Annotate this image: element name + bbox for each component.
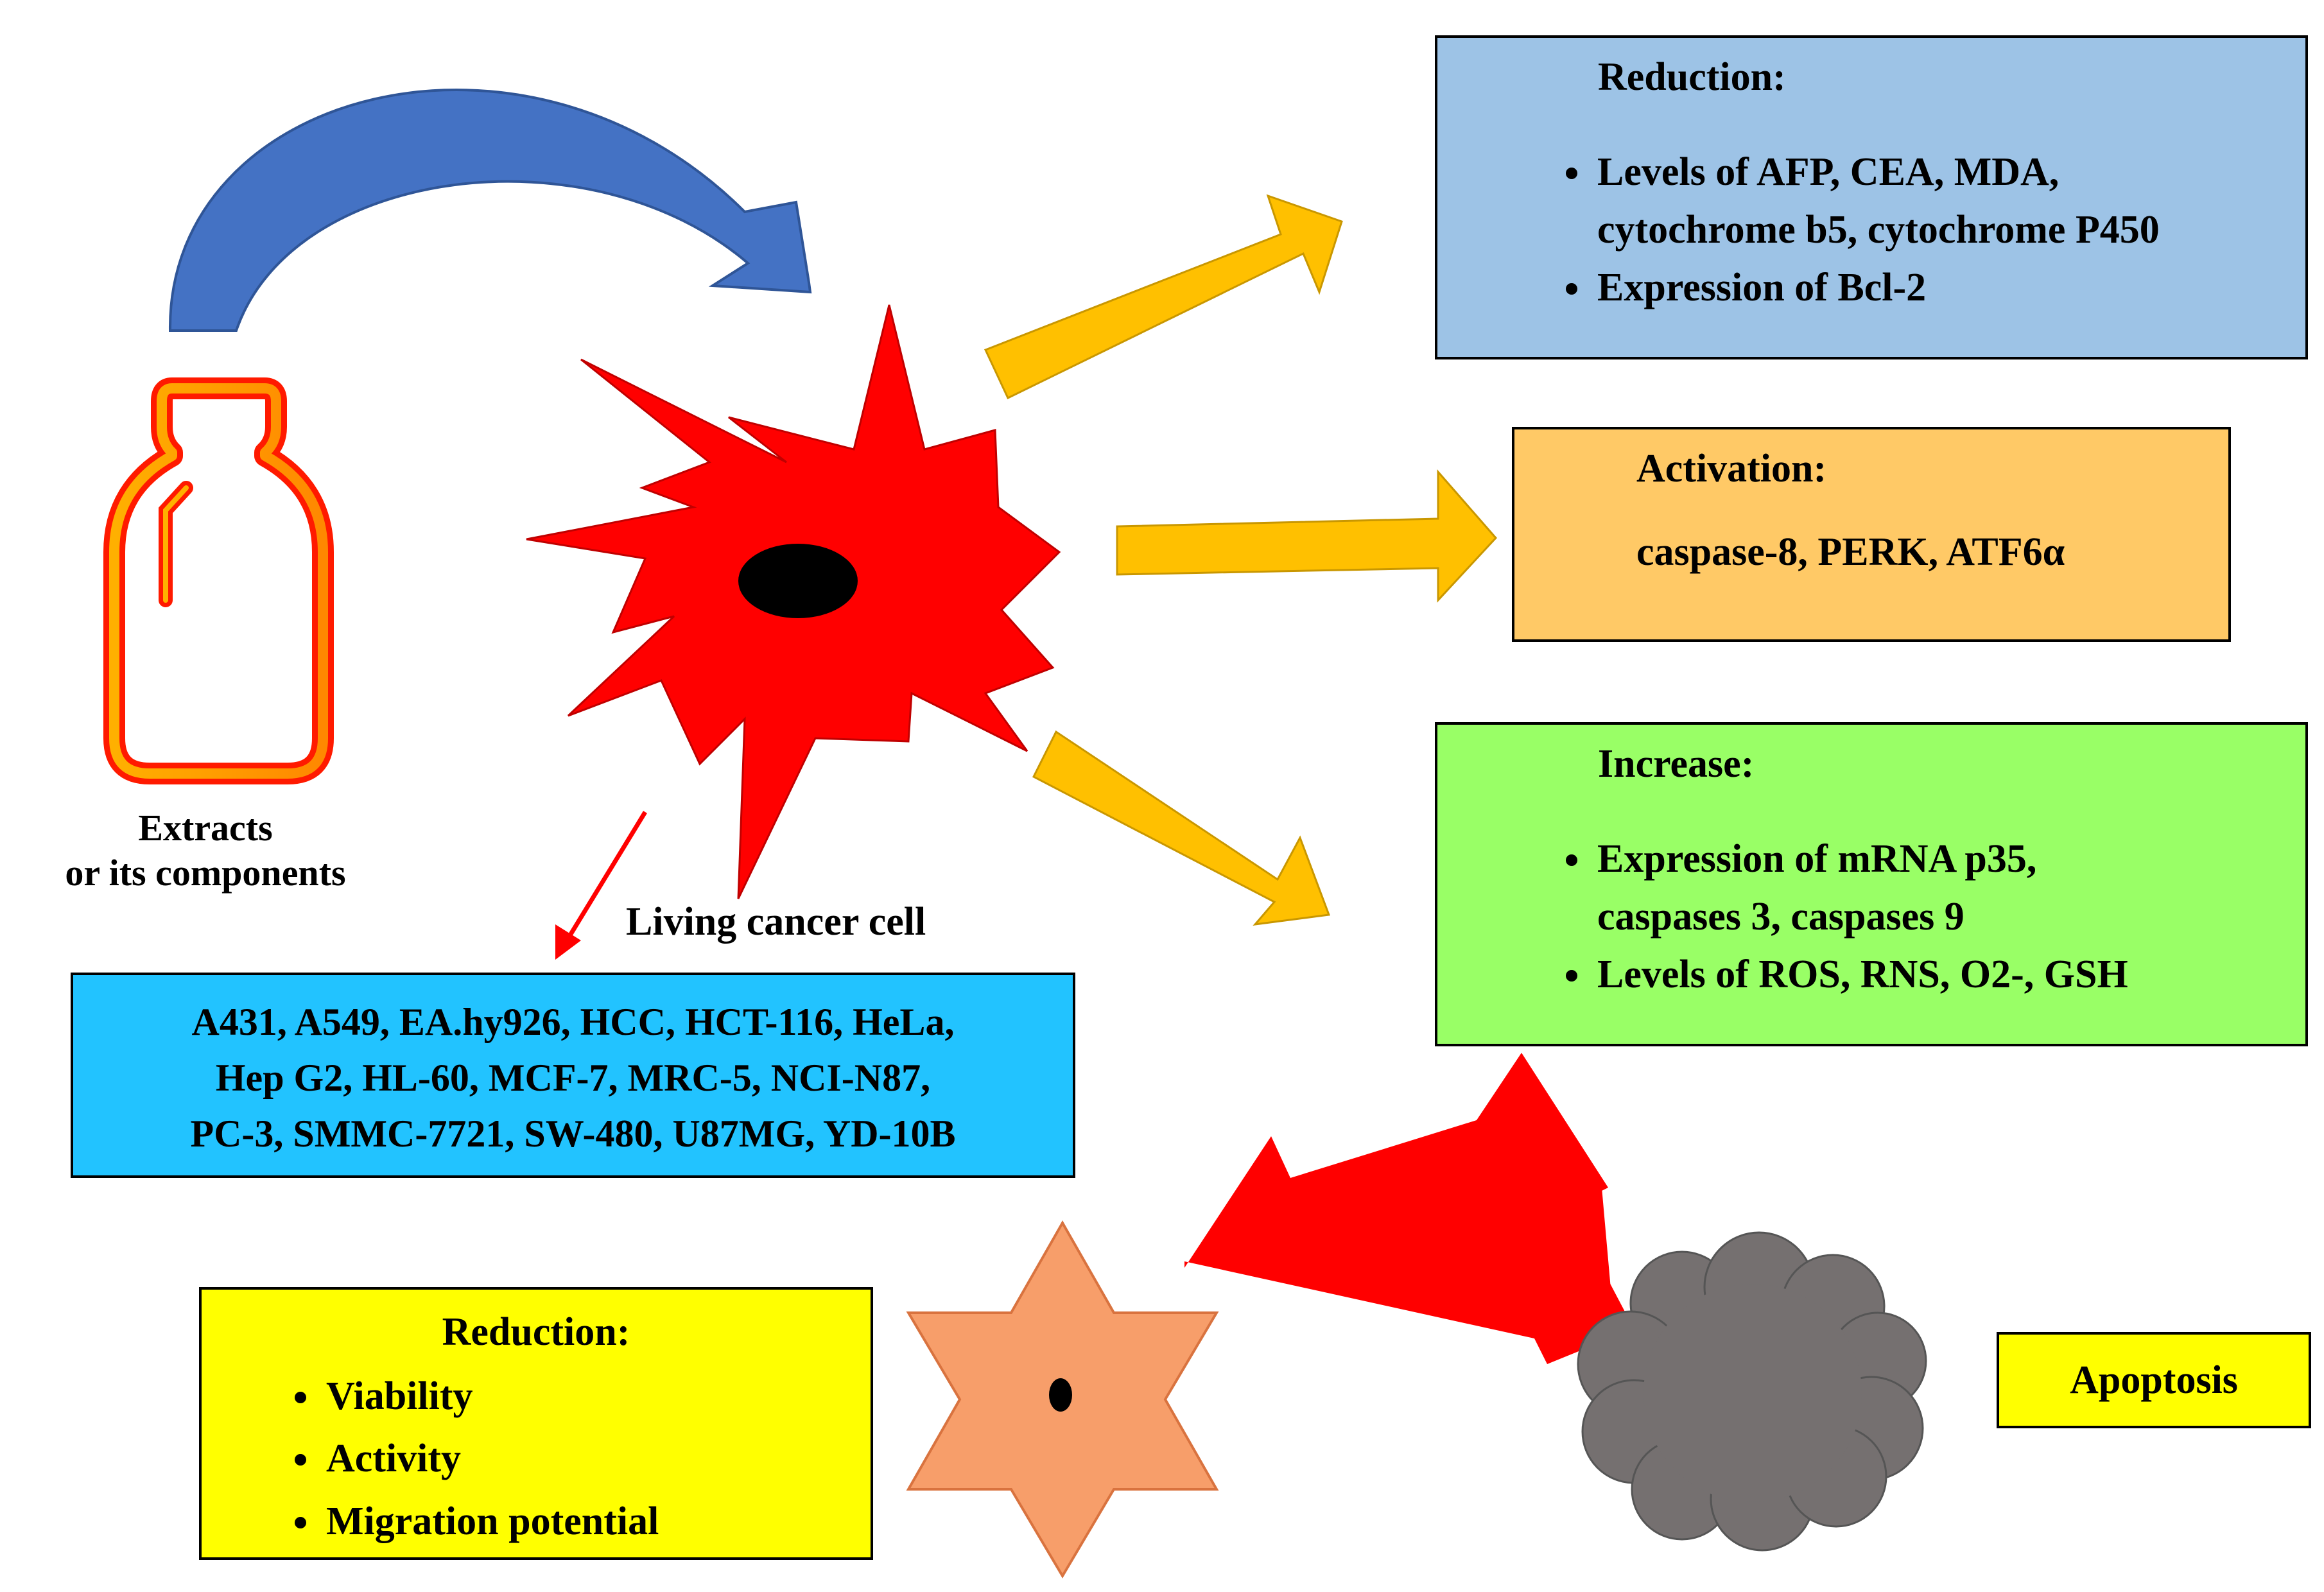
activation-box: Activation: caspase-8, PERK, ATF6α	[1512, 427, 2231, 642]
reduction-top-item-text: Expression of Bcl-2	[1597, 265, 1927, 309]
increase-item: Levels of ROS, RNS, O2-, GSH	[1593, 946, 2128, 1004]
increase-item-text: Expression of mRNA p35, caspases 3, casp…	[1597, 837, 2037, 939]
bottle-icon	[103, 377, 334, 784]
reduction-bottom-box: Reduction: Viability Activity Migration …	[199, 1287, 873, 1560]
reduction-top-item: Levels of AFP, CEA, MDA, cytochrome b5, …	[1593, 144, 2160, 259]
arrow-to-reduction	[984, 194, 1343, 400]
reduction-bottom-item-text: Activity	[326, 1437, 462, 1481]
arrow-to-activation	[1116, 469, 1498, 603]
red-arrow-to-reduced-cell	[1184, 1053, 1634, 1364]
extracts-label-line-2: or its components	[65, 851, 346, 894]
reduction-bottom-item: Activity	[322, 1428, 659, 1490]
reduction-top-item-text: Levels of AFP, CEA, MDA, cytochrome b5, …	[1597, 150, 2160, 252]
activation-text: caspase-8, PERK, ATF6α	[1636, 530, 2065, 574]
reduction-bottom-item-text: Migration potential	[326, 1499, 659, 1543]
cell-lines-box: A431, A549, EA.hy926, HCC, HCT-116, HeLa…	[71, 973, 1075, 1178]
cancer-cell-label: Living cancer cell	[626, 900, 926, 944]
extracts-label: Extracts or its components	[13, 806, 398, 895]
reduction-bottom-item: Viability	[322, 1365, 659, 1428]
increase-box: Increase: Expression of mRNA p35, caspas…	[1435, 722, 2308, 1046]
apoptotic-cell	[1577, 1231, 1927, 1552]
apoptosis-box: Apoptosis	[1997, 1332, 2311, 1428]
reduction-bottom-title: Reduction:	[442, 1310, 630, 1354]
reduction-top-item: Expression of Bcl-2	[1593, 259, 2160, 317]
increase-list: Expression of mRNA p35, caspases 3, casp…	[1556, 831, 2128, 1004]
cancer-cell-nucleus	[738, 544, 858, 618]
curved-arrow	[168, 89, 812, 332]
increase-item-text: Levels of ROS, RNS, O2-, GSH	[1597, 952, 2128, 996]
cell-lines-text: A431, A549, EA.hy926, HCC, HCT-116, HeLa…	[73, 994, 1073, 1162]
red-arrow-to-apoptosis-head	[1493, 1188, 1615, 1332]
arrow-to-cell-lines	[563, 811, 647, 945]
cell-lines-line: Hep G2, HL-60, MCF-7, MRC-5, NCI-N87,	[215, 1057, 931, 1099]
reduced-cell-nucleus	[1049, 1378, 1072, 1412]
cell-lines-line: PC-3, SMMC-7721, SW-480, U87MG, YD-10B	[190, 1112, 956, 1155]
arrow-to-increase	[1032, 730, 1331, 926]
activation-title: Activation:	[1636, 447, 1827, 490]
increase-item: Expression of mRNA p35, caspases 3, casp…	[1593, 831, 2128, 946]
cell-lines-line: A431, A549, EA.hy926, HCC, HCT-116, HeLa…	[191, 1001, 955, 1043]
apoptosis-label: Apoptosis	[2070, 1358, 2238, 1402]
red-arrow-to-apoptosis	[1570, 1207, 1634, 1332]
reduction-bottom-item-text: Viability	[326, 1374, 473, 1418]
arrow-to-cell-lines-head	[555, 924, 581, 960]
increase-title: Increase:	[1598, 742, 1755, 786]
reduction-bottom-list: Viability Activity Migration potential	[285, 1365, 659, 1553]
reduction-bottom-item: Migration potential	[322, 1491, 659, 1553]
reduction-top-title: Reduction:	[1598, 55, 1786, 99]
reduction-top-list: Levels of AFP, CEA, MDA, cytochrome b5, …	[1556, 144, 2160, 317]
reduction-top-box: Reduction: Levels of AFP, CEA, MDA, cyto…	[1435, 35, 2308, 359]
extracts-label-line-1: Extracts	[138, 807, 273, 849]
